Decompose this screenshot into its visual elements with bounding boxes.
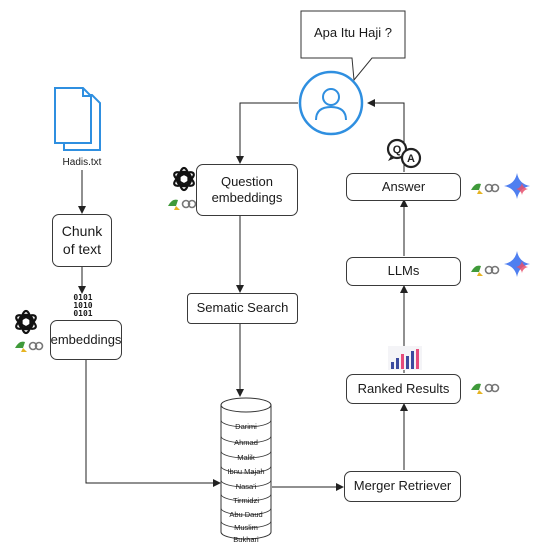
db-collection-label: Tirmidzi <box>233 496 259 505</box>
qa-a-letter: A <box>407 153 415 165</box>
gemini-sparkle-icon <box>504 173 530 199</box>
qa-q-letter: Q <box>393 144 402 156</box>
db-collection-label: Bukhari <box>233 535 259 544</box>
edge-embeddings-db <box>85 359 221 487</box>
embeddings-node: embeddings <box>50 320 122 360</box>
db-collection-label: Abu Daud <box>229 510 263 519</box>
document-filename: Hadis.txt <box>62 157 102 168</box>
db-collection-label: Ahmad <box>234 438 258 447</box>
binary-line: 0101 <box>73 293 93 302</box>
llms-node: LLMs <box>346 257 461 286</box>
langchain-icon <box>471 265 500 276</box>
openai-icon <box>15 309 37 335</box>
langchain-icon <box>471 183 500 194</box>
binary-line: 1010 <box>73 301 93 310</box>
bar-chart-icon <box>388 346 422 370</box>
db-collection-label: Darimi <box>235 422 257 431</box>
langchain-icon <box>471 383 500 394</box>
binary-line: 0101 <box>73 309 93 318</box>
question-text: Apa Itu Haji ? <box>313 25 393 40</box>
answer-node: Answer <box>346 173 461 201</box>
db-collection-label: Muslim <box>234 523 258 532</box>
binary-icon: 0101 1010 0101 <box>67 294 99 318</box>
ranked-results-node: Ranked Results <box>346 374 461 404</box>
db-collection-label: Malik <box>237 453 255 462</box>
qa-chat-icon: Q A <box>386 138 422 169</box>
user-avatar-icon <box>298 70 364 136</box>
db-collection-label: Ibnu Majah <box>227 467 265 476</box>
document-icon <box>54 87 101 151</box>
openai-icon <box>173 166 195 192</box>
edge-user-question <box>236 102 298 164</box>
merger-retriever-node: Merger Retriever <box>344 471 461 502</box>
langchain-icon <box>168 199 197 210</box>
speech-bubble <box>300 10 406 82</box>
question-embeddings-node: Question embeddings <box>196 164 298 216</box>
langchain-icon <box>15 341 44 352</box>
edge-answer-user <box>367 99 405 172</box>
semantic-search-node: Sematic Search <box>187 293 298 324</box>
chunk-of-text-node: Chunk of text <box>52 214 112 267</box>
db-collection-label: Nasa'i <box>235 482 257 491</box>
gemini-sparkle-icon <box>504 251 530 277</box>
database-icon <box>220 397 272 540</box>
